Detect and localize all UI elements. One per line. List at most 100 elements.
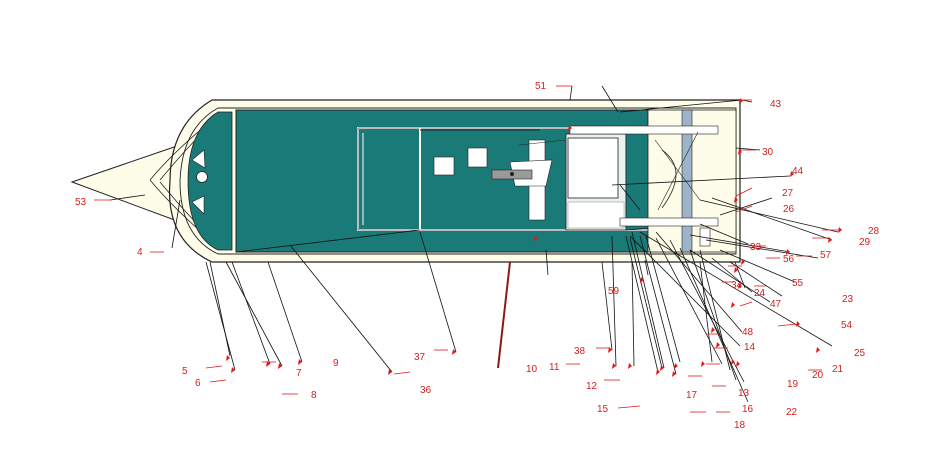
arrow-head (388, 369, 392, 375)
arrow-head (739, 98, 743, 104)
leader-line (699, 223, 749, 245)
label-tick (393, 371, 411, 375)
bow-pad-lower (191, 195, 205, 215)
bow-hatch (196, 171, 208, 183)
label-38: 38 (574, 346, 586, 357)
arrow-head (738, 283, 742, 289)
arrow-head (736, 361, 740, 367)
leader-line (625, 235, 659, 373)
leader-line (611, 235, 617, 367)
reference-labels: 51 43 30 44 27 26 28 29 33 56 57 55 23 2… (75, 81, 880, 431)
arrow-head (534, 235, 538, 241)
hatch-square-2 (467, 147, 488, 168)
label-21: 21 (832, 364, 844, 375)
label-22: 22 (786, 407, 798, 418)
label-5: 5 (182, 366, 188, 377)
label-20: 20 (812, 370, 824, 381)
label-30: 30 (762, 147, 774, 158)
leader-line (719, 197, 773, 216)
leader-line (719, 249, 796, 283)
label-36: 36 (420, 385, 432, 396)
arrow-head (734, 267, 738, 273)
label-51: 51 (535, 81, 547, 92)
leader-line (601, 85, 619, 113)
arrow-head (790, 171, 794, 177)
label-tick (739, 301, 753, 307)
label-19: 19 (787, 379, 799, 390)
label-17: 17 (686, 390, 698, 401)
label-44: 44 (792, 166, 804, 177)
arrow-head (612, 363, 616, 369)
label-15: 15 (597, 404, 609, 415)
label-54: 54 (841, 320, 853, 331)
label-56: 56 (783, 254, 795, 265)
leader-line (109, 194, 146, 201)
stern-cross-2 (657, 131, 699, 211)
label-tick (777, 323, 797, 327)
helm-knob (510, 172, 514, 176)
keel-mark (497, 261, 511, 369)
label-55: 55 (792, 278, 804, 289)
leader-line (644, 259, 649, 276)
leader-line (639, 235, 677, 375)
leader-line (655, 237, 723, 365)
arrow-head (660, 365, 664, 371)
leader-line (205, 261, 236, 371)
label-28: 28 (868, 226, 880, 237)
arrow-head (674, 363, 678, 369)
leader-line (619, 184, 641, 211)
label-11: 11 (549, 362, 560, 373)
leader-line (231, 261, 271, 365)
leader-line (289, 244, 393, 373)
arrow-head (278, 363, 282, 369)
leader-line (619, 99, 743, 113)
label-tick (735, 187, 753, 197)
arrow-head (731, 302, 735, 308)
arrow-head (796, 321, 800, 327)
label-8: 8 (311, 390, 317, 401)
arrow-head (226, 355, 230, 361)
leader-line (267, 261, 303, 363)
leader-line (545, 249, 549, 276)
leader-lines (94, 85, 842, 413)
label-23: 23 (842, 294, 854, 305)
wheelhouse-window (567, 137, 619, 199)
arrow-head (701, 361, 705, 367)
leader-line (225, 261, 283, 367)
label-53: 53 (75, 197, 87, 208)
label-59: 59 (608, 286, 620, 297)
stern-beam-upper (569, 125, 719, 135)
arrow-head (741, 259, 745, 265)
leader-line (569, 85, 573, 101)
label-57: 57 (820, 250, 832, 261)
leader-line (699, 199, 839, 233)
label-tick (617, 405, 641, 409)
label-tick (209, 379, 227, 383)
leader-line (601, 261, 613, 351)
label-7: 7 (296, 368, 302, 379)
leader-line (629, 237, 663, 369)
arrow-head (568, 125, 572, 131)
arrow-head (298, 359, 302, 365)
label-34: 34 (731, 280, 743, 291)
label-29: 29 (859, 237, 871, 248)
arrow-head (608, 347, 612, 353)
leader-line (711, 197, 833, 241)
leader-line (689, 249, 771, 303)
label-tick (735, 205, 753, 213)
label-14: 14 (744, 342, 756, 353)
label-24: 24 (754, 288, 766, 299)
label-48: 48 (742, 327, 754, 338)
label-10: 10 (526, 364, 538, 375)
hull-inner-line (179, 107, 737, 255)
arrow-head (716, 342, 720, 348)
label-27: 27 (782, 188, 794, 199)
motor-housing (661, 149, 677, 209)
leader-line (629, 235, 741, 347)
label-33: 33 (750, 242, 762, 253)
arrow-head (656, 369, 660, 375)
leader-line (611, 175, 791, 186)
label-43: 43 (770, 99, 782, 110)
leader-line (631, 261, 635, 367)
leader-line (419, 231, 457, 353)
